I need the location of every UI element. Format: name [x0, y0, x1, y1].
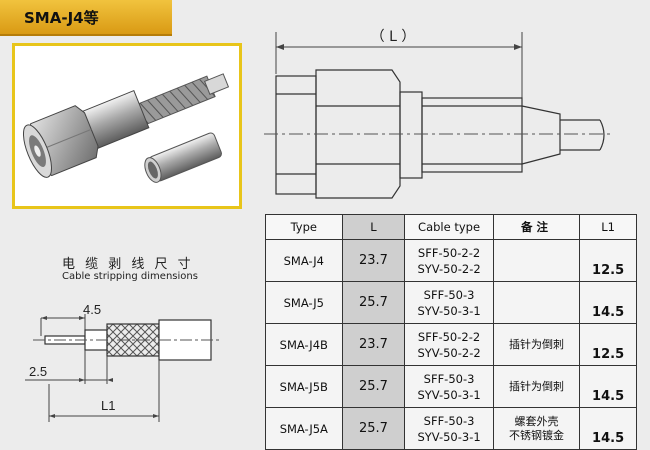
cell-l: 25.7 — [341, 407, 406, 450]
connector-dimension-drawing: （ L ） — [264, 28, 610, 199]
cable-line: SYV-50-3-1 — [417, 387, 481, 402]
title-bar: SMA-J4等 — [0, 0, 172, 36]
cable-line: SYV-50-3-1 — [417, 303, 481, 318]
connector-photo-illustration — [22, 73, 230, 183]
cell-remarks — [492, 239, 581, 282]
cell-remarks: 插针为倒刺 — [492, 365, 581, 408]
cell-type: SMA-J5B — [265, 365, 343, 408]
cell-l1: 12.5 — [579, 323, 637, 366]
header-l: L — [341, 214, 406, 240]
header-type: Type — [265, 214, 343, 240]
cell-remarks: 螺套外壳不锈钢镀金 — [492, 407, 581, 450]
cell-l: 23.7 — [341, 239, 406, 282]
dimension-l1: L1 — [101, 398, 115, 413]
cell-type: SMA-J5 — [265, 281, 343, 324]
cable-line: SFF-50-3 — [423, 287, 475, 302]
remark-line: 插针为倒刺 — [509, 379, 564, 393]
product-title: SMA-J4等 — [24, 9, 99, 27]
dimension-2-5: 2.5 — [29, 364, 47, 379]
cell-type: SMA-J4 — [265, 239, 343, 282]
cable-line: SYV-50-3-1 — [417, 429, 481, 444]
cell-type: SMA-J5A — [265, 407, 343, 450]
header-remarks: 备注 — [492, 214, 581, 240]
cable-line: SFF-50-2-2 — [417, 329, 481, 344]
length-dimension-label: （ L ） — [371, 29, 416, 45]
cable-line: SFF-50-3 — [423, 413, 475, 428]
table-header-row: Type L Cable type 备注 L1 — [265, 214, 637, 240]
cell-l1: 12.5 — [579, 239, 637, 282]
cell-remarks — [492, 281, 581, 324]
cell-l: 25.7 — [341, 365, 406, 408]
cable-line: SFF-50-2-2 — [417, 245, 481, 260]
header-cable-type: Cable type — [404, 214, 494, 240]
cell-l1: 14.5 — [579, 281, 637, 324]
remark-line: 插针为倒刺 — [509, 337, 564, 351]
header-l1: L1 — [579, 214, 637, 240]
spec-table: Type L Cable type 备注 L1 SMA-J4 23.7 SFF-… — [265, 214, 637, 450]
remark-line: 不锈钢镀金 — [509, 428, 564, 442]
cell-type: SMA-J4B — [265, 323, 343, 366]
remark-line: 螺套外壳 — [514, 414, 559, 428]
stripping-title-en: Cable stripping dimensions — [62, 271, 198, 282]
cable-line: SYV-50-2-2 — [417, 345, 481, 360]
cell-l: 25.7 — [341, 281, 406, 324]
cell-l1: 14.5 — [579, 365, 637, 408]
cell-l1: 14.5 — [579, 407, 637, 450]
cable-line: SFF-50-3 — [423, 371, 475, 386]
stripping-title-cn: 电 缆 剥 线 尺 寸 — [62, 257, 194, 272]
dimension-4-5: 4.5 — [83, 302, 101, 317]
product-photo — [12, 43, 242, 209]
cable-line: SYV-50-2-2 — [417, 261, 481, 276]
cell-remarks: 插针为倒刺 — [492, 323, 581, 366]
cable-stripping-drawing: 4.5 2.5 L1 — [25, 302, 221, 422]
cell-l: 23.7 — [341, 323, 406, 366]
